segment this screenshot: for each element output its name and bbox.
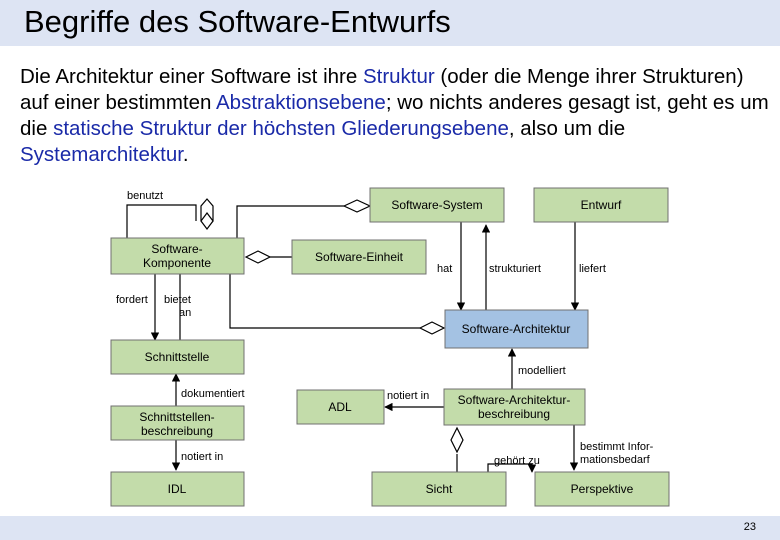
box-software-architektur bbox=[444, 309, 589, 349]
notiert-in-adl-label: notiert in bbox=[387, 390, 429, 402]
software-komponente-label-2: Komponente bbox=[143, 256, 211, 270]
box-idl bbox=[110, 471, 245, 507]
architektur-komponente-line bbox=[229, 274, 420, 329]
intro-paragraph: Die Architektur einer Software ist ihre … bbox=[20, 64, 770, 168]
bietet-label: bietet bbox=[164, 294, 191, 306]
software-system-label: Software-System bbox=[391, 198, 482, 212]
box-architekturbeschreibung bbox=[443, 388, 586, 426]
bestimmt-label-2: mationsbedarf bbox=[580, 454, 651, 466]
entwurf-label: Entwurf bbox=[581, 198, 622, 212]
benutzt-loop bbox=[126, 204, 197, 238]
page-number: 23 bbox=[743, 521, 756, 533]
adl-label: ADL bbox=[328, 400, 352, 414]
komponente-einheit-diamond bbox=[244, 250, 272, 264]
box-software-system bbox=[369, 187, 505, 223]
architekturbeschreibung-label-1: Software-Architektur- bbox=[458, 393, 571, 407]
box-software-komponente bbox=[110, 237, 245, 275]
system-komponente-line bbox=[236, 205, 344, 238]
term-systemarchitektur: Systemarchitektur bbox=[20, 143, 183, 166]
architekturbeschreibung-label-2: beschreibung bbox=[478, 407, 550, 421]
schnittstellenbeschreibung-label-2: beschreibung bbox=[141, 424, 213, 438]
intro-text-5: . bbox=[182, 143, 189, 166]
intro-text-3: ; wo nichts anderes gesagt ist, geht es … bbox=[20, 91, 769, 140]
sicht-label: Sicht bbox=[426, 482, 453, 496]
software-komponente-label-1: Software- bbox=[151, 242, 202, 256]
perspektive-label: Perspektive bbox=[571, 482, 634, 496]
intro-text-1: Die Architektur einer Software ist ihre bbox=[20, 65, 363, 88]
notiert-in-idl-label: notiert in bbox=[181, 451, 223, 463]
term-struktur: Struktur bbox=[362, 65, 435, 88]
box-schnittstelle bbox=[110, 339, 245, 375]
intro-text-4: , also um die bbox=[508, 117, 626, 140]
bestimmt-label-1: bestimmt Infor- bbox=[580, 441, 654, 453]
software-einheit-label: Software-Einheit bbox=[315, 250, 404, 264]
architektur-aggregation-diamond bbox=[418, 321, 446, 335]
box-sicht bbox=[371, 471, 507, 507]
an-label: an bbox=[179, 307, 191, 319]
benutzt-diamond bbox=[200, 212, 214, 230]
footer-bar: 23 bbox=[0, 516, 780, 540]
concept-diagram: Software-System Entwurf Software- Kompon… bbox=[110, 187, 670, 507]
box-schnittstellenbeschreibung bbox=[110, 405, 245, 441]
beschreibung-sicht-diamond bbox=[450, 426, 464, 454]
term-abstraktionsebene: Abstraktionsebene bbox=[216, 91, 386, 114]
dokumentiert-label: dokumentiert bbox=[181, 388, 245, 400]
hat-label: hat bbox=[437, 263, 452, 275]
schnittstellenbeschreibung-label-1: Schnittstellen- bbox=[139, 410, 214, 424]
idl-label: IDL bbox=[168, 482, 187, 496]
fordert-label: fordert bbox=[116, 294, 148, 306]
connectors bbox=[126, 198, 580, 473]
box-software-einheit bbox=[291, 239, 427, 275]
system-aggregation-diamond bbox=[342, 199, 372, 213]
title-bar: Begriffe des Software-Entwurfs bbox=[0, 0, 780, 46]
benutzt-label: benutzt bbox=[127, 190, 163, 202]
liefert-label: liefert bbox=[579, 263, 606, 275]
slide-title: Begriffe des Software-Entwurfs bbox=[24, 4, 451, 39]
schnittstelle-label: Schnittstelle bbox=[145, 350, 210, 364]
strukturiert-label: strukturiert bbox=[489, 263, 541, 275]
gehoert-zu-label: gehört zu bbox=[494, 455, 540, 467]
term-statische-struktur: statische Struktur der höchsten Gliederu… bbox=[53, 117, 509, 140]
intro-text-2: (oder die Menge ihrer Strukturen) auf ei… bbox=[20, 65, 744, 114]
gehoert-zu-arrow bbox=[487, 463, 537, 473]
modelliert-label: modelliert bbox=[518, 365, 566, 377]
software-architektur-label: Software-Architektur bbox=[462, 322, 571, 336]
box-entwurf bbox=[533, 187, 669, 223]
box-adl bbox=[296, 389, 385, 425]
box-perspektive bbox=[534, 471, 670, 507]
